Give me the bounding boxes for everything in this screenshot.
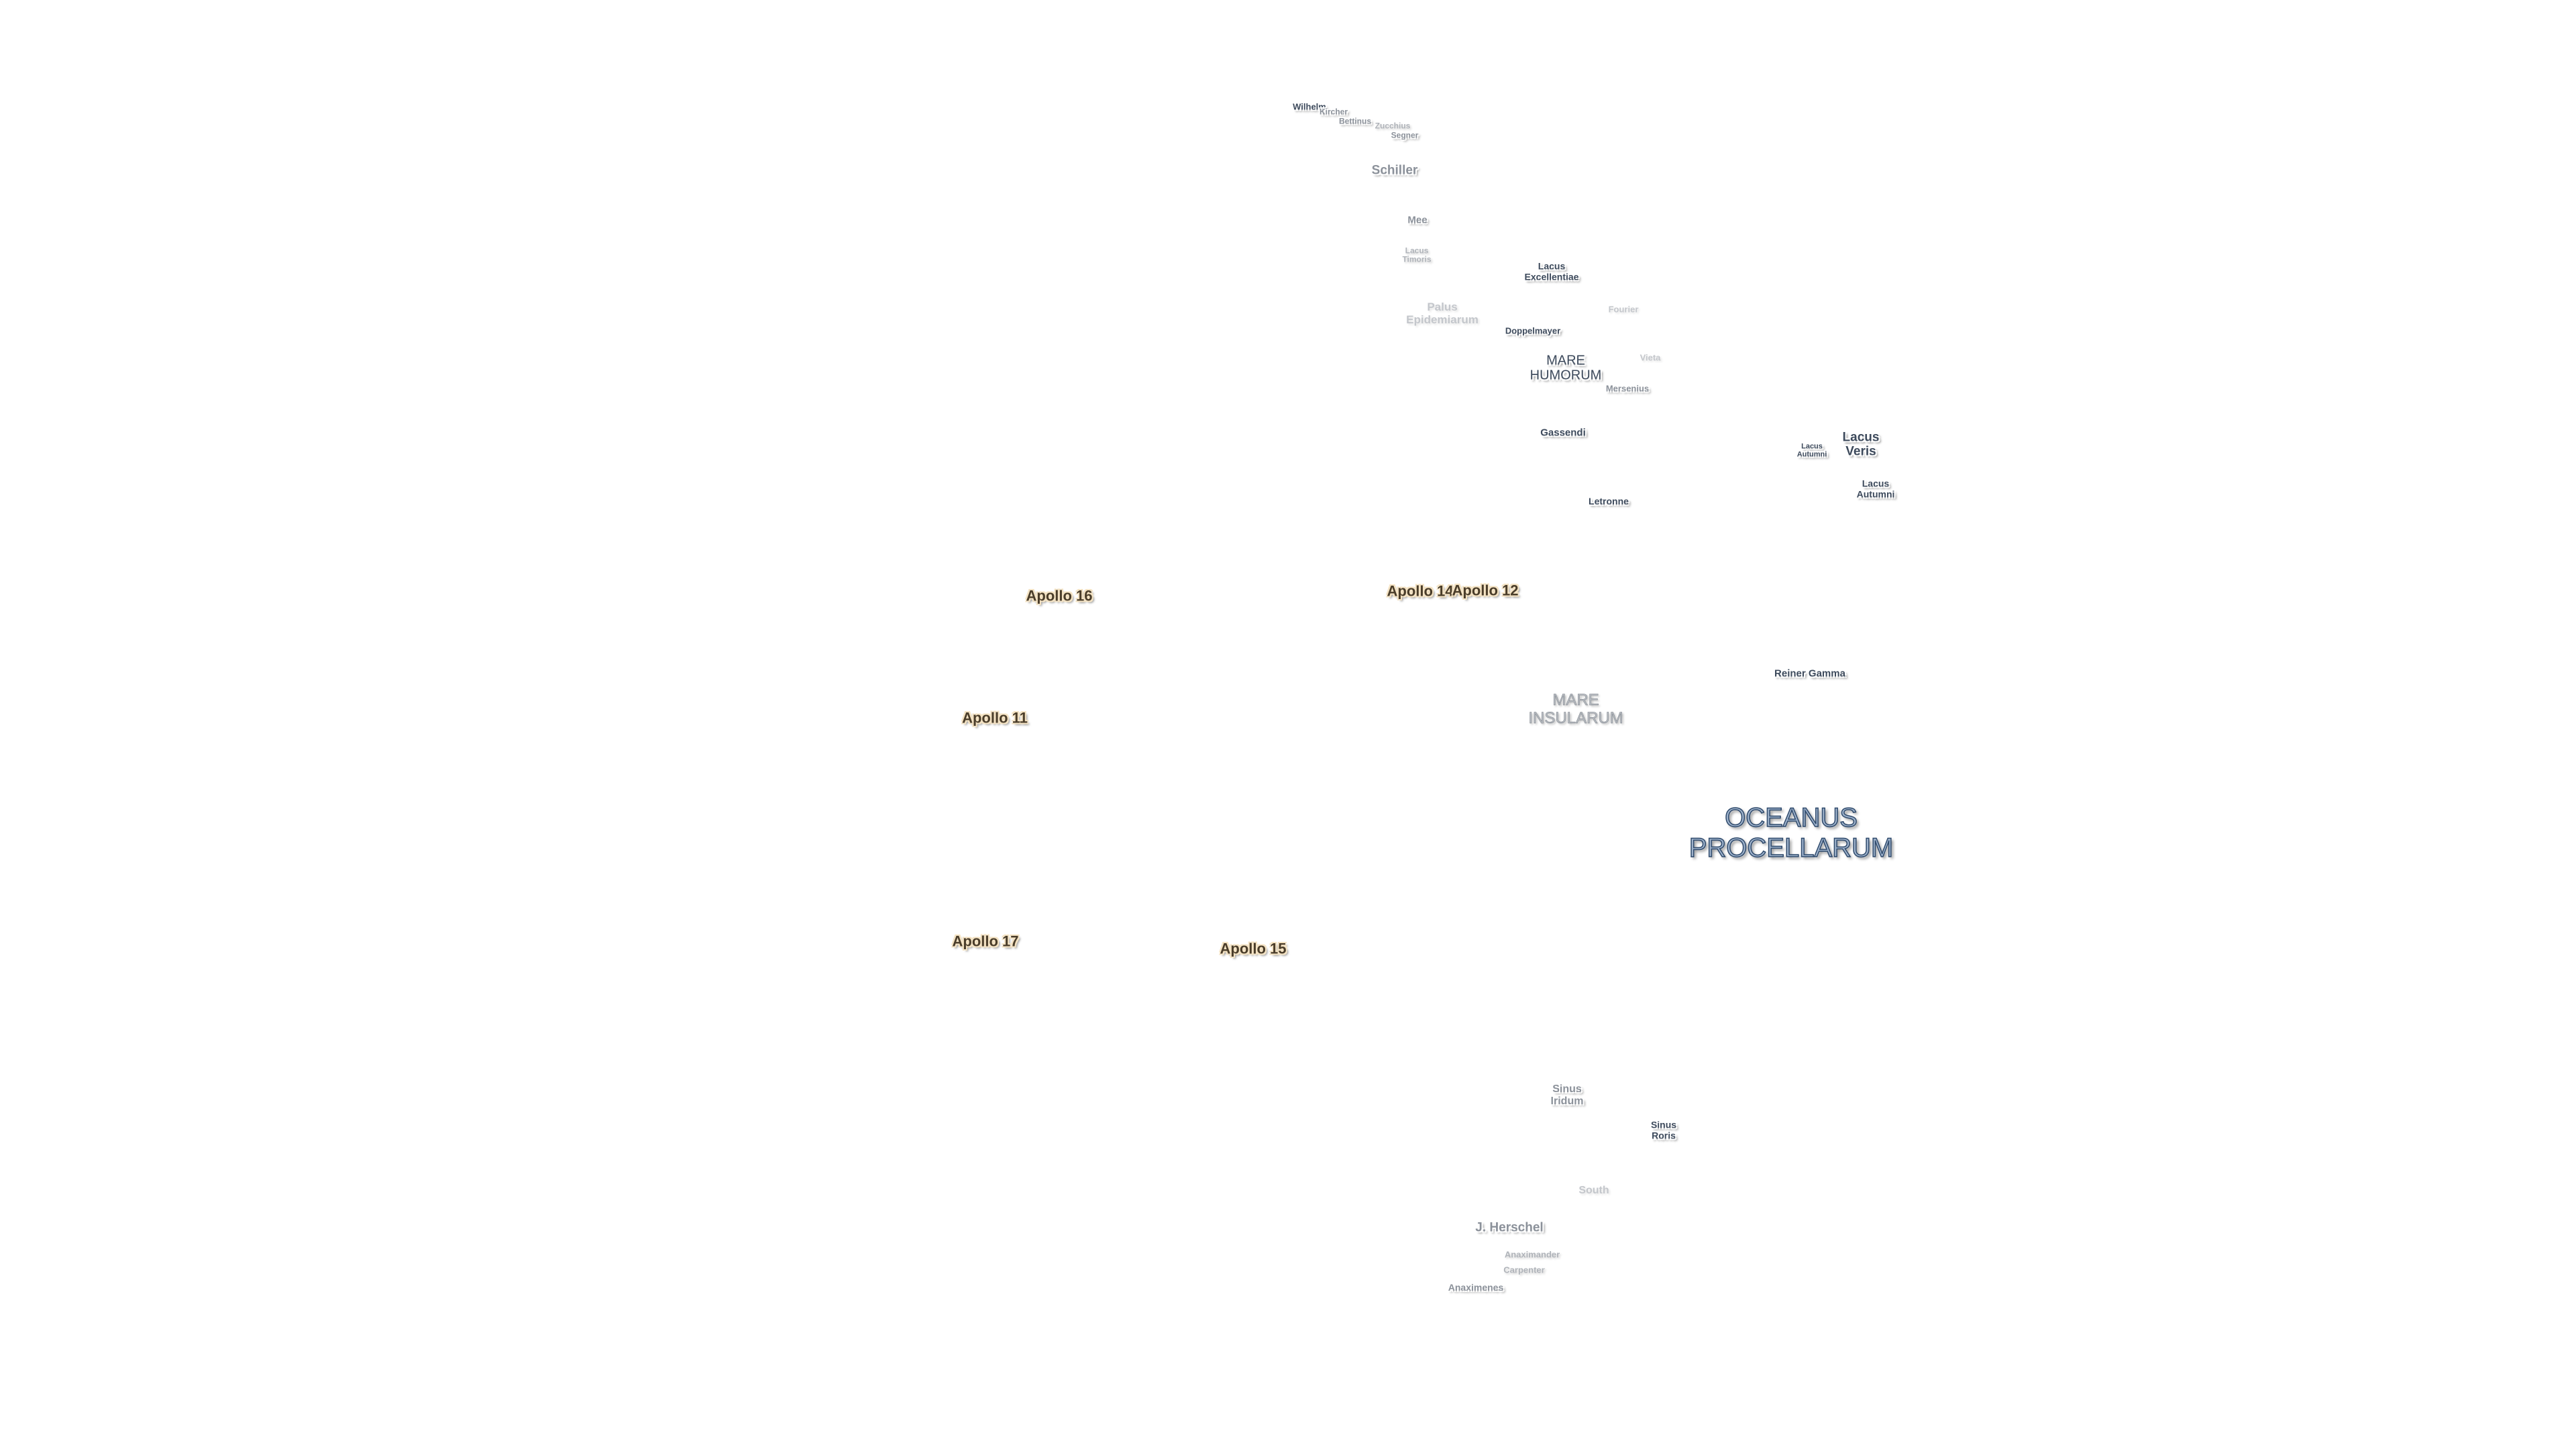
apollo-11-site[interactable]: Apollo 11: [962, 709, 1028, 727]
label-segner[interactable]: Segner: [1391, 130, 1419, 140]
label-lacus-autumni[interactable]: Lacus Autumni: [1856, 478, 1895, 499]
apollo-14-site[interactable]: Apollo 14: [1387, 582, 1454, 600]
label-lacus-veris[interactable]: Lacus Veris: [1842, 430, 1880, 459]
label-lacus-timoris[interactable]: Lacus Timoris: [1402, 246, 1432, 264]
label-zucchius[interactable]: Zucchius: [1375, 121, 1411, 131]
label-fourier[interactable]: Fourier: [1608, 304, 1639, 315]
label-carpenter[interactable]: Carpenter: [1503, 1265, 1545, 1275]
label-sinus-iridum[interactable]: Sinus Iridum: [1550, 1083, 1584, 1107]
label-schiller[interactable]: Schiller: [1371, 163, 1418, 178]
apollo-12-site[interactable]: Apollo 12: [1452, 582, 1519, 599]
apollo-17-site[interactable]: Apollo 17: [952, 932, 1019, 950]
label-mare-insularum[interactable]: MARE INSULARUM: [1528, 691, 1623, 727]
apollo-16-site[interactable]: Apollo 16: [1026, 587, 1093, 604]
label-gassendi[interactable]: Gassendi: [1540, 427, 1586, 439]
label-palus-epidemiarum[interactable]: Palus Epidemiarum: [1406, 300, 1479, 326]
label-mee[interactable]: Mee: [1407, 214, 1428, 226]
label-letronne[interactable]: Letronne: [1589, 496, 1629, 507]
label-kircher[interactable]: Kircher: [1319, 107, 1348, 117]
label-lacus-autumni-small[interactable]: Lacus Autumni: [1796, 442, 1827, 459]
label-oceanus-procellarum[interactable]: OCEANUS PROCELLARUM: [1688, 802, 1894, 863]
apollo-15-site[interactable]: Apollo 15: [1220, 940, 1287, 957]
label-anaximenes[interactable]: Anaximenes: [1448, 1282, 1504, 1293]
label-vieta[interactable]: Vieta: [1640, 352, 1661, 363]
label-mare-humorum[interactable]: MARE HUMORUM: [1529, 353, 1602, 383]
label-bettinus[interactable]: Bettinus: [1339, 116, 1371, 126]
label-sinus-roris[interactable]: Sinus Roris: [1650, 1119, 1677, 1140]
label-reiner-gamma[interactable]: Reiner Gamma: [1774, 667, 1845, 680]
label-anaximander[interactable]: Anaximander: [1504, 1249, 1560, 1260]
label-doppelmayer[interactable]: Doppelmayer: [1505, 325, 1561, 336]
label-wilhelm[interactable]: Wilhelm: [1293, 101, 1326, 112]
label-j-herschel[interactable]: J. Herschel: [1475, 1220, 1544, 1235]
label-mersenius[interactable]: Mersenius: [1605, 383, 1650, 394]
label-south[interactable]: South: [1578, 1185, 1609, 1197]
label-lacus-excellentiae[interactable]: Lacus Excellentiae: [1524, 260, 1579, 282]
